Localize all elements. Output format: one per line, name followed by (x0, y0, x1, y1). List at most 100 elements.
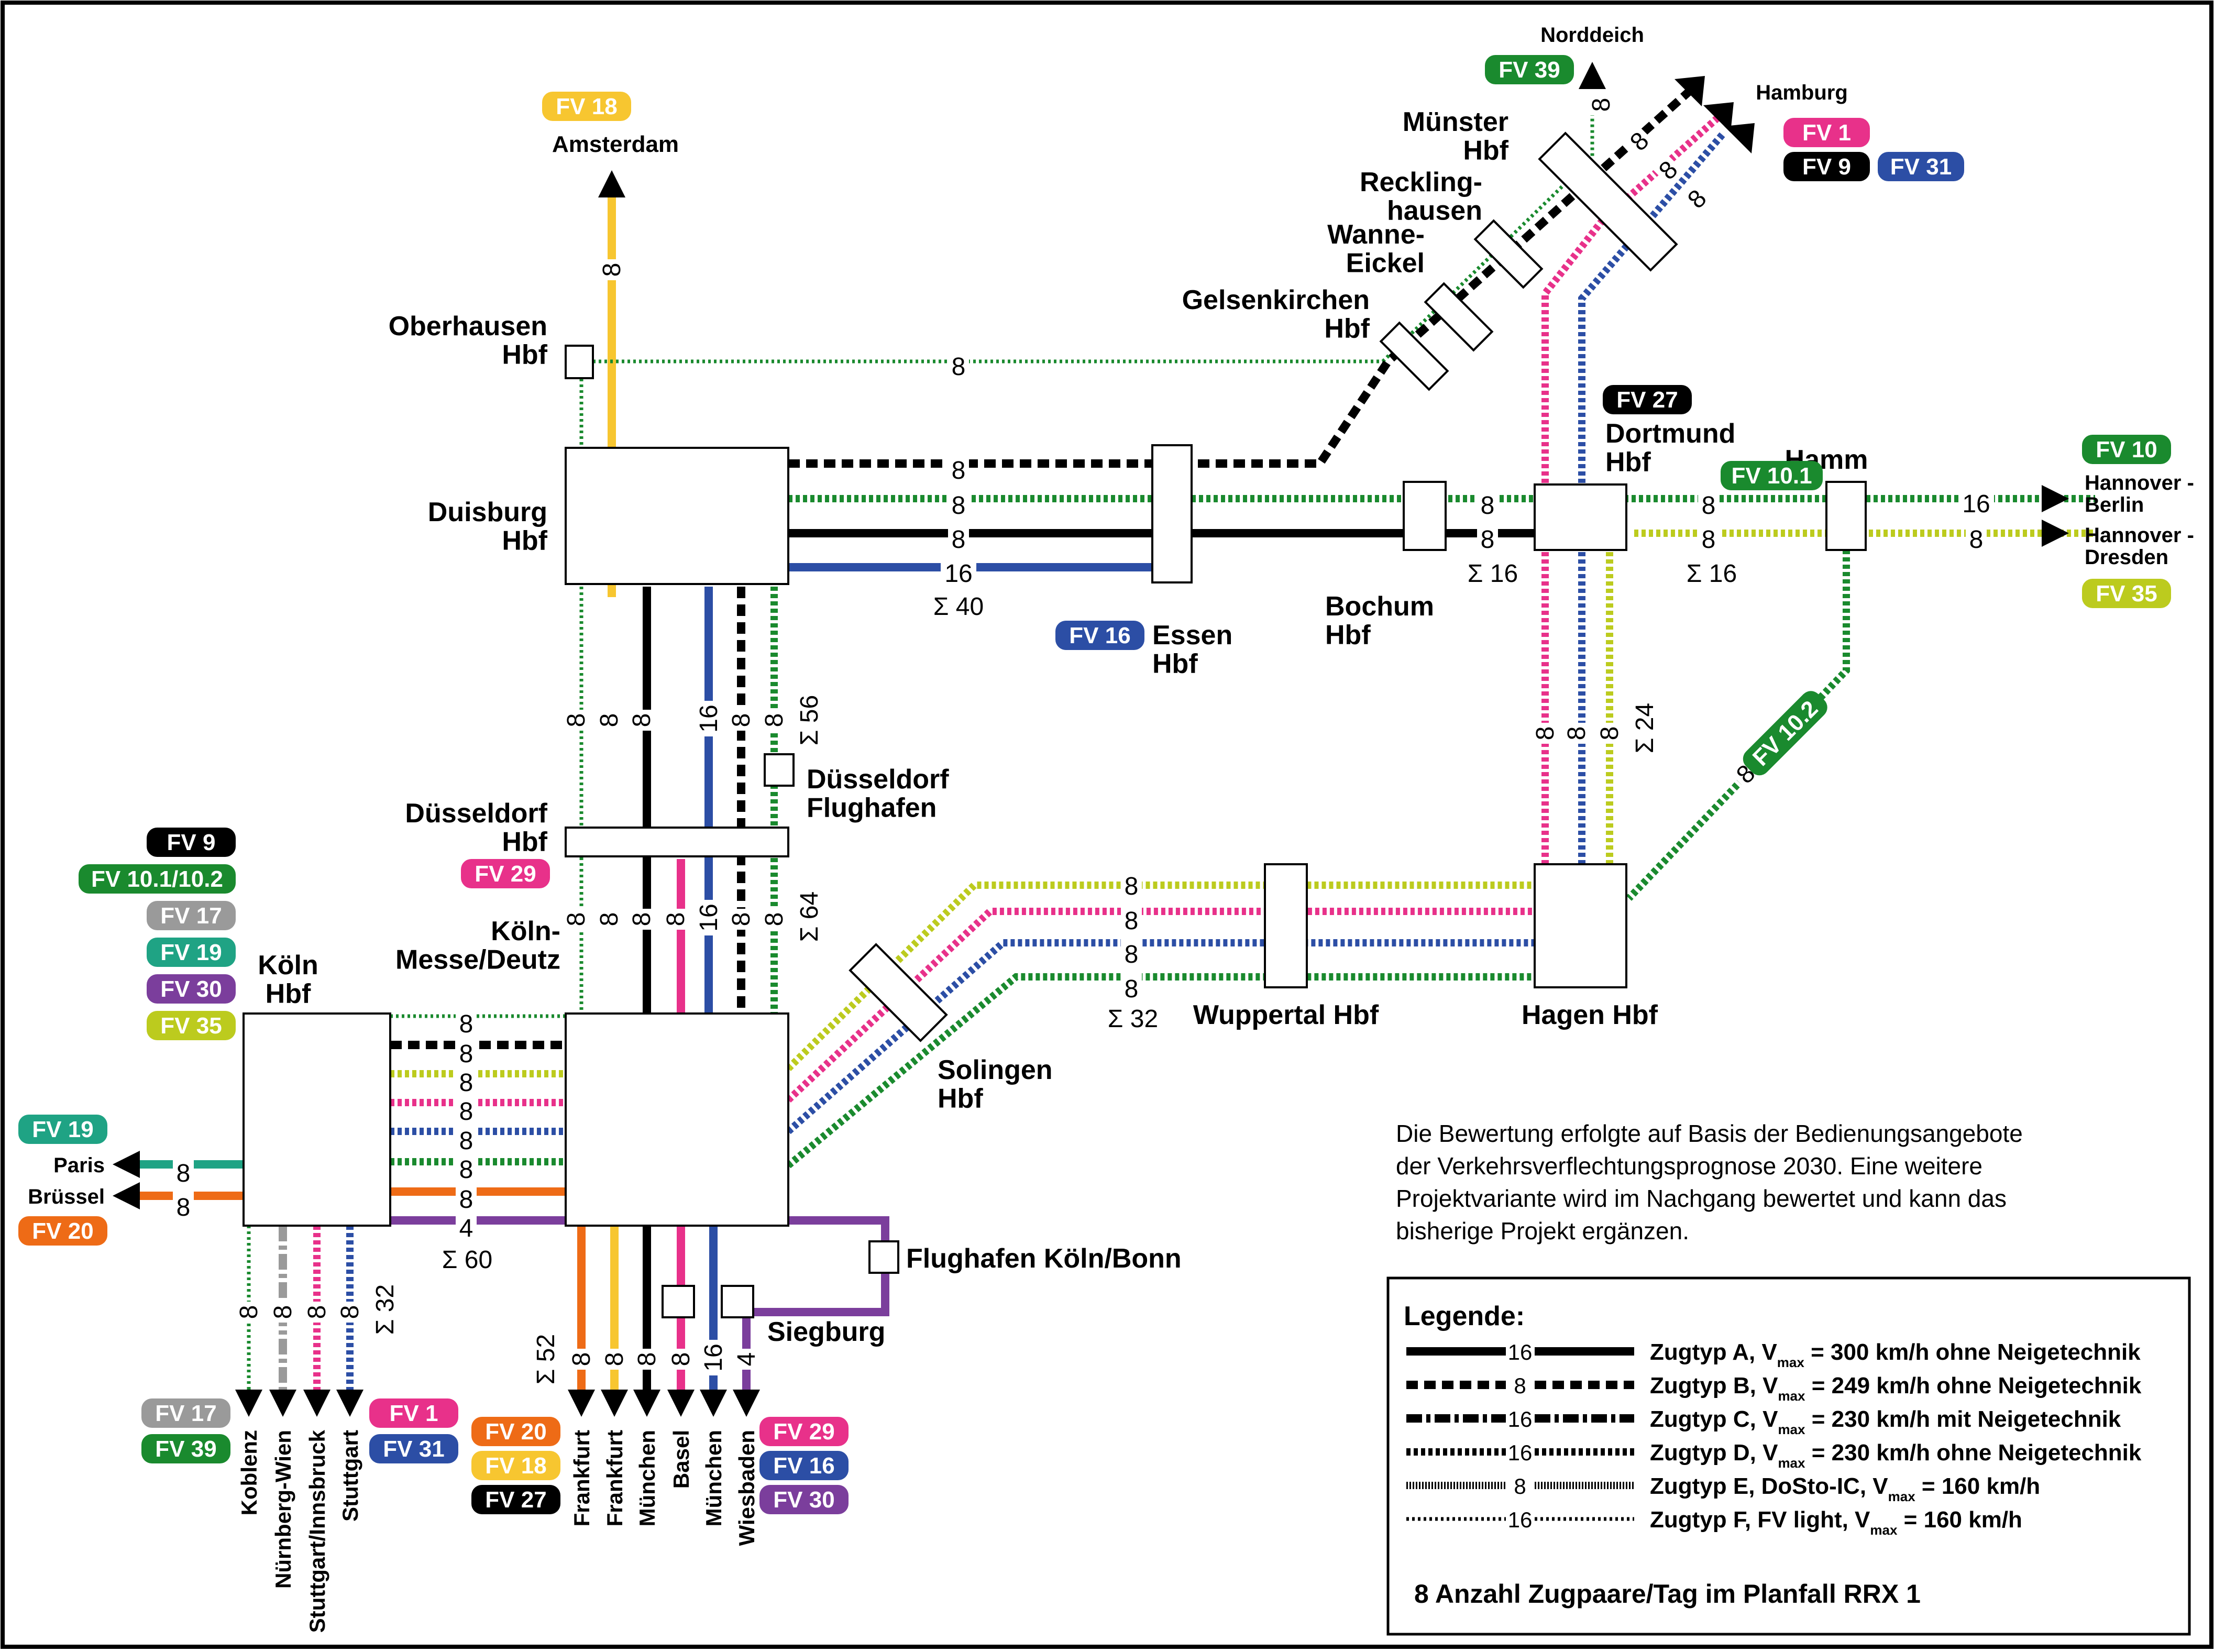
count-bg (1529, 723, 1558, 744)
station-label-line: Hbf (938, 1084, 983, 1114)
badge-bg (471, 1417, 560, 1446)
count-bg (301, 1302, 329, 1323)
badge-13: FV 17 (147, 901, 236, 930)
station-label-line: Hbf (1324, 314, 1370, 344)
badge-10: FV 29 (461, 859, 550, 888)
legend-label-C: Zugtyp C, Vmax = 230 km/h mit Neigetechn… (1650, 1406, 2121, 1437)
legend-num: 16 (1508, 1440, 1533, 1465)
badge-2: FV 1 (1783, 118, 1870, 147)
legend-box (1386, 1276, 2191, 1636)
count-bg (725, 909, 754, 930)
badge-9: FV 16 (1055, 621, 1144, 650)
badge-label: FV 1 (390, 1401, 438, 1426)
count-52: Σ 60 (435, 1244, 500, 1274)
count-30: Σ 56 (794, 688, 823, 753)
legend-label-rest: = 230 km/h mit Neigetechnik (1805, 1406, 2121, 1432)
badge-bg (1878, 152, 1964, 181)
count-50: 8 (456, 1184, 477, 1214)
legend-footer-text: Anzahl Zugpaare/Tag im Planfall RRX 1 (1435, 1579, 1921, 1609)
destination-8: München (701, 1430, 726, 1526)
note-line-1: der Verkehrsverflechtungsprognose 2030. … (1396, 1152, 1982, 1180)
badge-0: FV 18 (542, 92, 631, 121)
count-53: 8 (173, 1158, 194, 1187)
legend-label-B: Zugtyp B, Vmax = 249 km/h ohne Neigetech… (1650, 1373, 2142, 1404)
station-wuppertal (1264, 863, 1308, 988)
badge-label: FV 10.1 (1731, 463, 1812, 489)
count-bg (1629, 696, 1657, 761)
badge-label: FV 19 (160, 940, 222, 965)
arrow-south-8 (700, 1390, 727, 1417)
station-label-line: Hannover - (2085, 471, 2194, 494)
destination-3: Stuttgart (338, 1430, 362, 1522)
count-64: 8 (665, 1349, 695, 1370)
badge-bg (1783, 152, 1870, 181)
station-label-line: Solingen (938, 1055, 1053, 1085)
count-42: 8 (1121, 973, 1142, 1003)
count-bg (1121, 973, 1142, 1001)
count-bg (560, 710, 589, 731)
count-32: 8 (593, 909, 623, 930)
badge-label: FV 17 (155, 1401, 216, 1426)
station-duesseldorf-fh (764, 753, 795, 787)
count-25: 8 (593, 710, 623, 731)
count-41: 8 (1121, 939, 1142, 968)
badge-1: FV 39 (1485, 55, 1574, 84)
count-66: 4 (731, 1349, 761, 1370)
count-text: 8 (563, 912, 590, 927)
count-text: 8 (761, 713, 788, 728)
line-sol-lime (786, 882, 1535, 1071)
legend-label-rest: = 230 km/h ohne Neigetechnik (1805, 1440, 2141, 1466)
badge-20: FV 39 (141, 1434, 230, 1463)
count-text: 8 (177, 1160, 191, 1187)
badge-bg (369, 1434, 458, 1463)
count-text: 8 (303, 1305, 331, 1319)
station-label-line: Hbf (502, 340, 547, 370)
badge-4: FV 31 (1878, 152, 1964, 181)
station-dortmund (1534, 483, 1627, 551)
station-label-koeln_messe: Köln-Messe/Deutz (395, 916, 560, 975)
count-20: 8 (1561, 723, 1591, 744)
badge-bg (2082, 579, 2171, 608)
destination-2: Stuttgart/Innsbruck (305, 1429, 329, 1633)
badge-label: FV 19 (32, 1117, 93, 1142)
count-text: 8 (177, 1194, 191, 1221)
count-bg (698, 1340, 726, 1375)
count-33: 8 (626, 909, 656, 930)
count-text: 8 (1532, 726, 1559, 741)
station-basel-stop (662, 1285, 695, 1318)
destination-7: Basel (669, 1430, 693, 1489)
count-text: 8 (1125, 907, 1139, 935)
arrow-bruessel (113, 1182, 140, 1209)
destination-1: Nürnberg-Wien (271, 1430, 295, 1589)
count-bg (1966, 524, 1987, 552)
arrow-hamburg-3 (1724, 123, 1755, 153)
arrow-south-4 (568, 1390, 595, 1417)
count-bg (1679, 558, 1744, 586)
count-bg (725, 710, 754, 731)
station-label-line: Duisburg (428, 497, 547, 527)
legend-num: 16 (1508, 1407, 1533, 1431)
count-14: 8 (1698, 490, 1719, 520)
count-56: 8 (267, 1302, 297, 1323)
count-text: Σ 24 (1631, 703, 1659, 753)
note-line-3: bisherige Projekt ergänzen. (1396, 1217, 1689, 1244)
station-hagen (1534, 863, 1627, 988)
badge-bg (759, 1451, 849, 1480)
station-solingen (849, 943, 948, 1042)
station-label-line: Wuppertal Hbf (1193, 1000, 1379, 1030)
count-text: Σ 16 (1468, 560, 1518, 588)
legend-label-main: Zugtyp A, V (1650, 1339, 1777, 1365)
badge-18: FV 20 (18, 1216, 107, 1246)
count-44: 8 (456, 1008, 477, 1038)
count-text: 16 (700, 1343, 728, 1371)
station-label-line: hausen (1387, 196, 1482, 226)
count-text: 4 (733, 1352, 761, 1367)
station-label-amsterdam: Amsterdam (552, 131, 679, 157)
count-bg (665, 1349, 693, 1370)
count-bg (530, 1327, 558, 1392)
